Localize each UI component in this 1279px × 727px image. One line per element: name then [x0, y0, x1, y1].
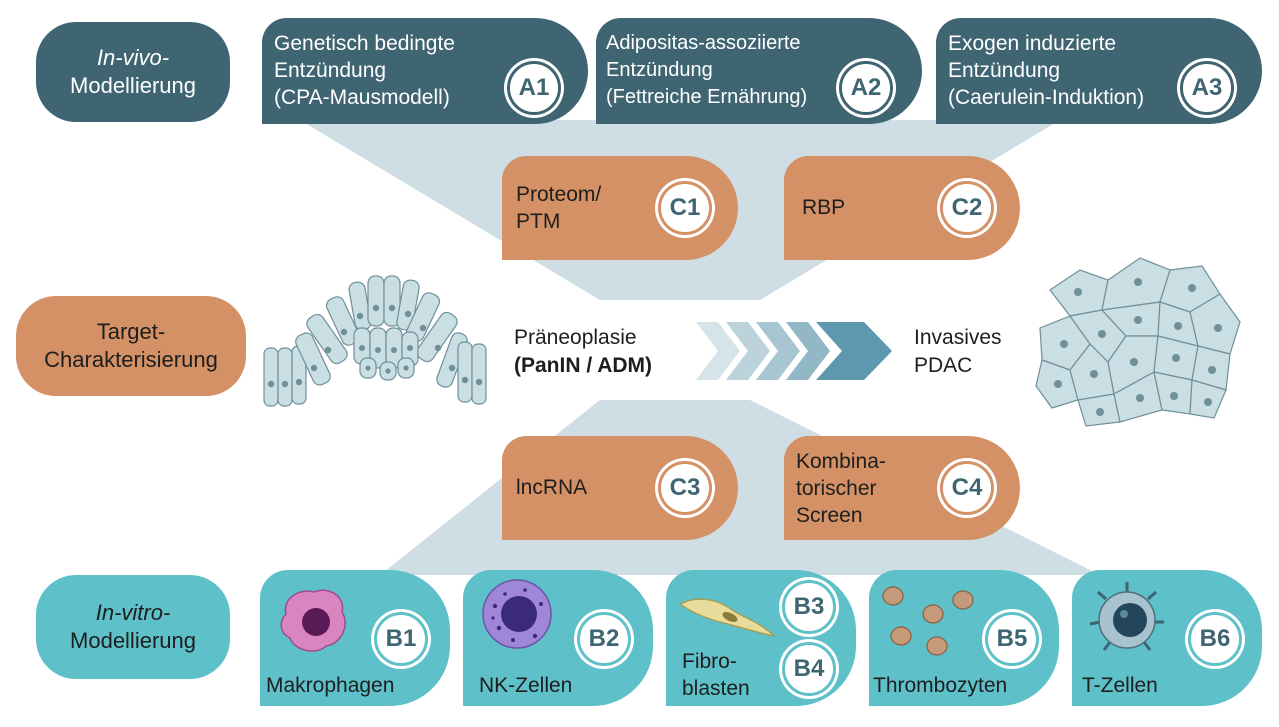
row-label-target: Target- Charakterisierung — [16, 296, 246, 396]
tab-c1-line2: PTM — [516, 210, 561, 233]
pdac-tumor-icon — [1035, 257, 1241, 427]
tab-c4: Kombina- torischer Screen C4 — [784, 436, 1020, 540]
tab-c2: RBP C2 — [784, 156, 1020, 260]
tab-a2: Adipositas-assoziierte Entzündung (Fettr… — [596, 18, 922, 124]
tab-a1-line3: (CPA-Mausmodell) — [274, 86, 450, 109]
tab-c1-line1: Proteom/ — [516, 183, 602, 206]
row-label-invitro-line2: Modellierung — [70, 628, 196, 653]
badge-a1: A1 — [507, 61, 561, 115]
macrophage-icon — [280, 589, 346, 652]
tab-b3-label-line2: blasten — [682, 677, 750, 700]
tab-a3: Exogen induzierte Entzündung (Caerulein-… — [936, 18, 1262, 124]
badge-b2: B2 — [577, 612, 631, 666]
row-label-invivo: In-vivo- Modellierung — [36, 22, 230, 122]
t-cell-icon — [1089, 582, 1164, 651]
tab-a1-line2: Entzündung — [274, 59, 387, 82]
tab-a3-line3: (Caerulein-Induktion) — [948, 86, 1145, 109]
badge-c2: C2 — [940, 181, 994, 235]
preneoplasia-label: Präneoplasie (PanIN / ADM) — [514, 324, 652, 380]
row-label-invivo-line1: In-vivo- — [96, 45, 170, 70]
preneoplasia-label-line2: (PanIN / ADM) — [514, 354, 653, 377]
pdac-label-line2: PDAC — [914, 354, 973, 377]
tab-a2-line3: (Fettreiche Ernährung) — [606, 86, 808, 108]
row-label-invivo-line2: Modellierung — [70, 73, 196, 98]
tab-b5: Thrombozyten B5 — [869, 570, 1059, 706]
tab-c4-line2: torischer — [796, 477, 877, 500]
fibroblast-icon — [678, 598, 776, 638]
tab-a2-line1: Adipositas-assoziierte — [606, 32, 801, 54]
badge-c1: C1 — [658, 181, 712, 235]
tab-b2-label: NK-Zellen — [479, 674, 573, 697]
tab-b3-label: Fibro- blasten — [682, 648, 750, 702]
row-label-target-line1: Target- — [96, 319, 166, 344]
tab-b2: NK-Zellen B2 — [463, 570, 653, 706]
tab-b6-label: T-Zellen — [1082, 674, 1158, 697]
preneoplasia-epithelium-icon — [263, 275, 487, 407]
pdac-label: Invasives PDAC — [914, 324, 1002, 380]
badge-b3: B3 — [782, 580, 836, 634]
tab-b1-label: Makrophagen — [266, 674, 395, 697]
tab-a3-line1: Exogen induzierte — [948, 32, 1117, 55]
badge-b6: B6 — [1188, 612, 1242, 666]
tab-a1: Genetisch bedingte Entzündung (CPA-Mausm… — [262, 18, 588, 124]
tab-c4-line3: Screen — [796, 504, 863, 527]
tab-c2-line1: RBP — [802, 196, 846, 219]
progression-arrow-icon — [696, 322, 892, 380]
tab-b1: Makrophagen B1 — [260, 570, 450, 706]
badge-a2: A2 — [839, 61, 893, 115]
badge-c3: C3 — [658, 461, 712, 515]
row-label-target-line2: Charakterisierung — [44, 347, 218, 372]
tab-c1: Proteom/ PTM C1 — [502, 156, 738, 260]
nk-cell-icon — [482, 579, 552, 649]
badge-b1: B1 — [374, 612, 428, 666]
tab-c4-line1: Kombina- — [796, 450, 886, 473]
tab-b6: T-Zellen B6 — [1072, 570, 1262, 706]
badge-a3: A3 — [1180, 61, 1234, 115]
tab-a1-line1: Genetisch bedingte — [274, 32, 455, 55]
badge-b5: B5 — [985, 612, 1039, 666]
pdac-label-line1: Invasives — [914, 326, 1002, 349]
platelet-icon — [882, 586, 974, 656]
badge-b4: B4 — [782, 642, 836, 696]
tab-c3: lncRNA C3 — [502, 436, 738, 540]
badge-c4: C4 — [940, 461, 994, 515]
tab-b3-b4: Fibro- blasten B3 B4 — [666, 570, 856, 706]
preneoplasia-label-line1: Präneoplasie — [514, 326, 637, 349]
tab-a3-line2: Entzündung — [948, 59, 1061, 82]
row-label-invitro-line1: In-vitro- — [95, 600, 171, 625]
tab-b5-label: Thrombozyten — [873, 674, 1008, 697]
tab-c3-line1: lncRNA — [516, 476, 588, 499]
tab-a2-line2: Entzündung — [606, 59, 713, 81]
row-label-invitro: In-vitro- Modellierung — [36, 575, 230, 679]
tab-b3-label-line1: Fibro- — [682, 650, 737, 673]
